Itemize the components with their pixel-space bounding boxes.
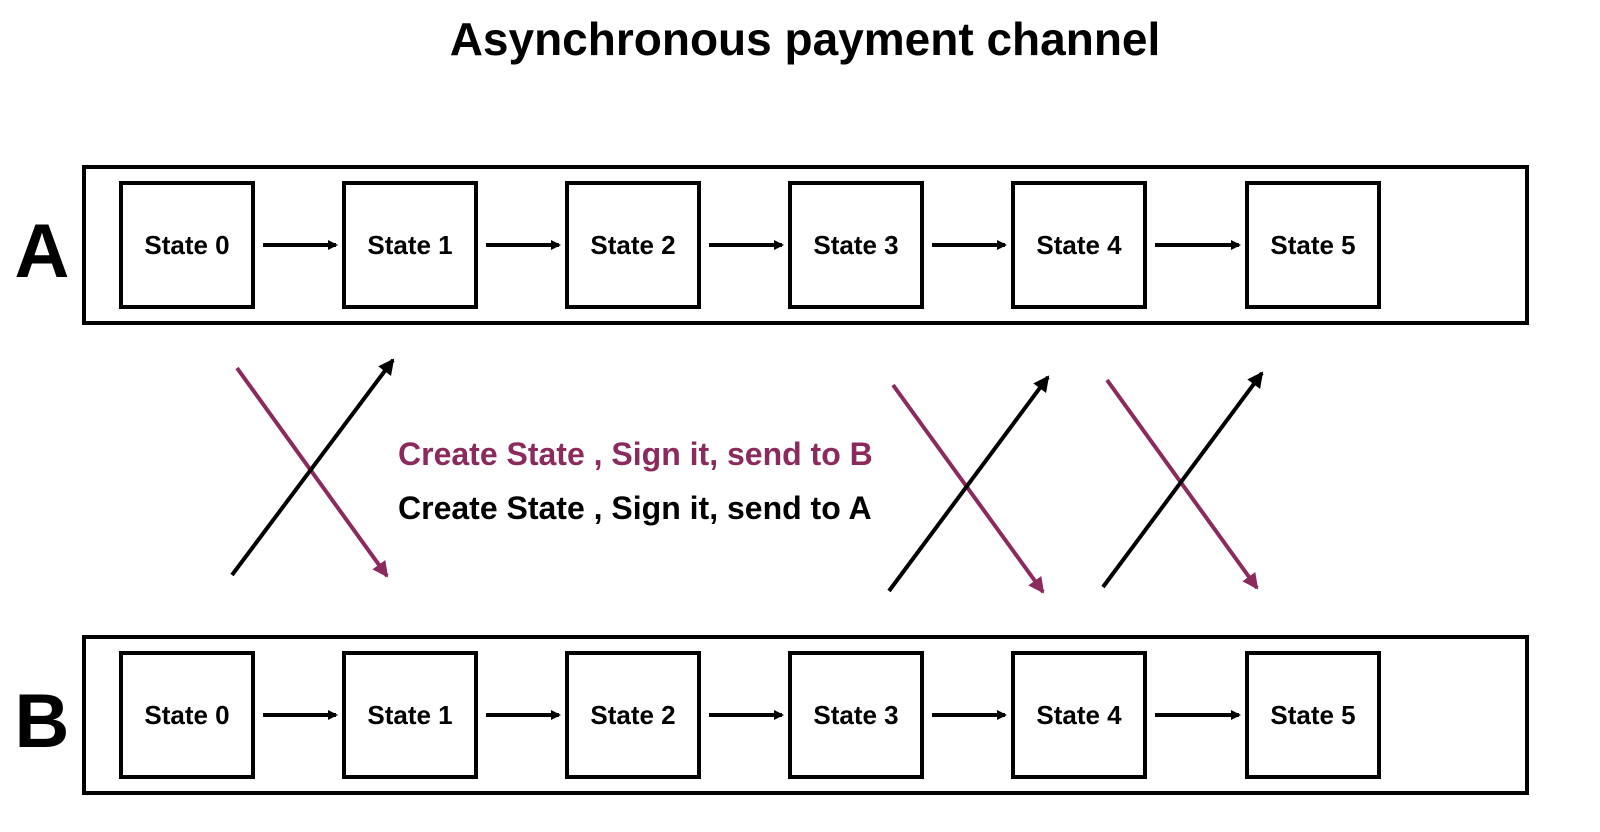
state-label: State 2	[590, 230, 675, 260]
state-box: State 4	[1011, 181, 1241, 309]
state-box: State 0	[119, 651, 338, 779]
party-label: B	[15, 679, 70, 764]
exchange-3	[1101, 371, 1264, 590]
state-box: State 1	[342, 181, 561, 309]
state-box-frame	[119, 181, 255, 309]
send-to-b-arrow	[891, 383, 1045, 594]
send-to-a-arrow	[887, 375, 1050, 593]
state-box-frame	[1011, 181, 1147, 309]
state-box: State 3	[788, 651, 1007, 779]
state-label: State 1	[367, 230, 452, 260]
state-box-frame	[119, 651, 255, 779]
state-label: State 5	[1270, 230, 1355, 260]
legend-b-to-a: Create State , Sign it, send to A	[398, 490, 872, 526]
state-label: State 1	[367, 700, 452, 730]
lane-frame	[82, 635, 1529, 795]
state-box-frame	[1245, 651, 1381, 779]
state-label: State 0	[144, 700, 229, 730]
state-box-frame	[788, 181, 924, 309]
state-label: State 0	[144, 230, 229, 260]
state-box-frame	[565, 181, 701, 309]
exchange-2	[887, 375, 1050, 594]
state-label: State 4	[1036, 700, 1122, 730]
state-box-frame	[342, 181, 478, 309]
state-label: State 3	[813, 230, 898, 260]
state-box: State 1	[342, 651, 561, 779]
state-box-frame	[788, 651, 924, 779]
state-label: State 4	[1036, 230, 1122, 260]
state-box: State 3	[788, 181, 1007, 309]
send-to-b-arrow	[235, 366, 389, 578]
state-box: State 4	[1011, 651, 1241, 779]
party-label: A	[15, 209, 70, 294]
state-box: State 2	[565, 181, 784, 309]
lane-a: A State 0 State 1 State 2 State 3 State 4 Stat…	[15, 165, 1529, 325]
state-box: State 2	[565, 651, 784, 779]
exchange-1	[230, 358, 395, 578]
state-label: State 3	[813, 700, 898, 730]
state-box-frame	[342, 651, 478, 779]
lane-b: B State 0 State 1 State 2 State 3 State 4 Stat…	[15, 635, 1529, 795]
send-to-a-arrow	[230, 358, 395, 577]
legend-a-to-b: Create State , Sign it, send to B	[398, 436, 873, 472]
state-label: State 5	[1270, 700, 1355, 730]
lane-frame	[82, 165, 1529, 325]
state-box: State 5	[1245, 181, 1381, 309]
send-to-a-arrow	[1101, 371, 1264, 589]
state-box-frame	[1011, 651, 1147, 779]
state-box: State 5	[1245, 651, 1381, 779]
diagram-title: Asynchronous payment channel	[450, 13, 1161, 65]
state-box: State 0	[119, 181, 338, 309]
state-box-frame	[565, 651, 701, 779]
state-box-frame	[1245, 181, 1381, 309]
state-label: State 2	[590, 700, 675, 730]
